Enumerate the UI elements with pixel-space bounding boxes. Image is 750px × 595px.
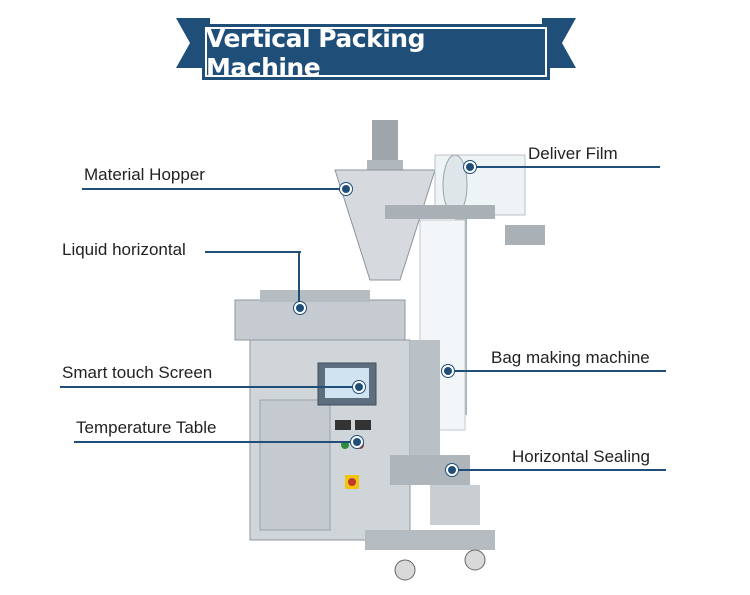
leader-line xyxy=(298,251,300,303)
label-bag-making-machine: Bag making machine xyxy=(491,348,650,367)
label-liquid-horizontal: Liquid horizontal xyxy=(62,240,186,259)
callout-dot xyxy=(353,381,365,393)
callout-dot xyxy=(351,436,363,448)
page-title: Vertical Packing Machine xyxy=(206,24,425,82)
callout-dot xyxy=(294,302,306,314)
packing-machine-image xyxy=(234,120,545,581)
leader-line xyxy=(470,166,660,168)
leader-line xyxy=(60,386,356,388)
label-smart-touch-screen: Smart touch Screen xyxy=(62,363,213,382)
callout-dot xyxy=(446,464,458,476)
label-deliver-film: Deliver Film xyxy=(528,144,618,163)
label-horizontal-sealing: Horizontal Sealing xyxy=(512,447,650,466)
leader-line xyxy=(452,469,666,471)
label-material-hopper: Material Hopper xyxy=(84,165,205,184)
leader-line xyxy=(205,251,301,253)
title-banner xyxy=(176,18,576,80)
leader-line xyxy=(448,370,666,372)
callout-dot xyxy=(340,183,352,195)
leader-line xyxy=(74,441,354,443)
callout-dot xyxy=(464,161,476,173)
callout-dot xyxy=(442,365,454,377)
leader-line xyxy=(82,188,342,190)
label-temperature-table: Temperature Table xyxy=(76,418,217,437)
